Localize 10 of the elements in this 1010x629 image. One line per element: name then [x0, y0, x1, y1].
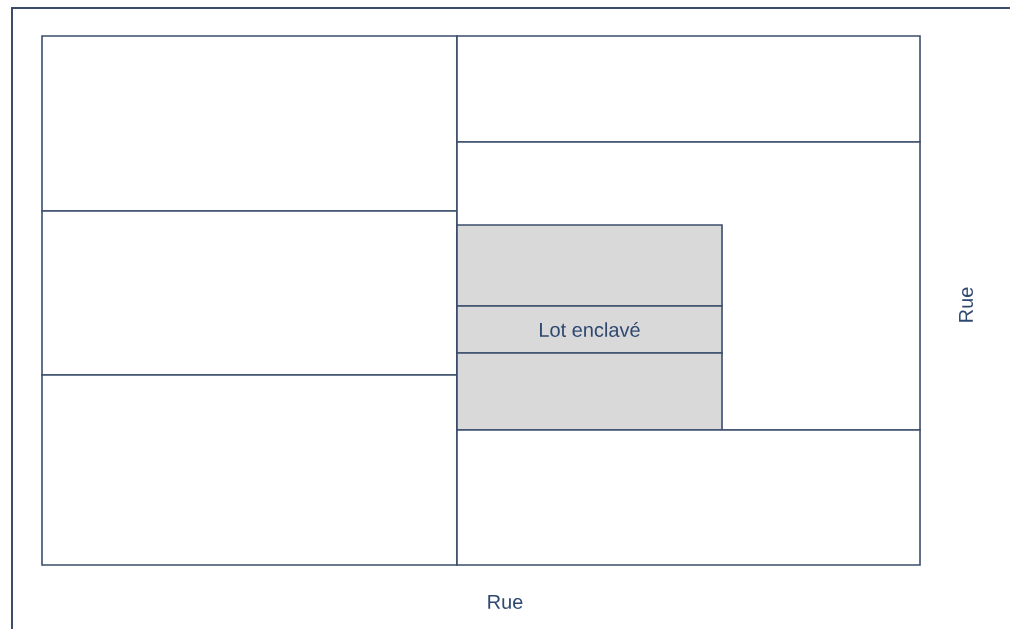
street-label: Rue [959, 287, 973, 322]
lot [456, 429, 921, 566]
lot [456, 224, 723, 307]
lot [41, 374, 458, 566]
lot [41, 35, 458, 212]
lot [456, 352, 723, 431]
street-label: Rue [488, 595, 523, 609]
lot: Lot enclavé [456, 305, 723, 354]
lot [456, 35, 921, 143]
lot [41, 210, 458, 376]
